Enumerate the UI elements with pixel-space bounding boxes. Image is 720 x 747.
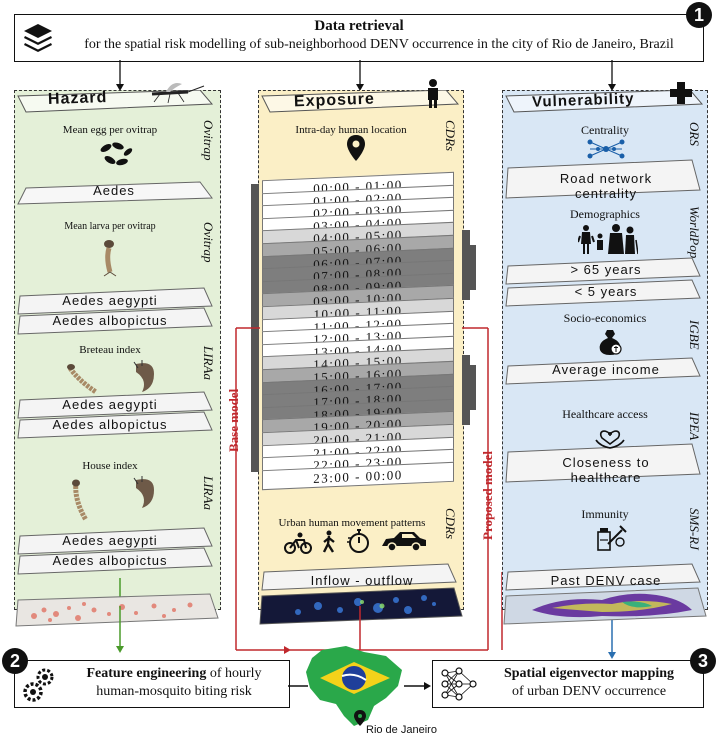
spatial-eigenvector-bold: Spatial eigenvector mapping bbox=[503, 666, 675, 681]
spatial-eigenvector-text: Spatial eigenvector mapping of urban DEN… bbox=[479, 665, 699, 701]
mosquito-icon bbox=[151, 83, 205, 104]
egg-label: Mean egg per ovitrap bbox=[62, 124, 158, 136]
egg-icon bbox=[100, 142, 133, 166]
step-1-badge: 1 bbox=[686, 2, 712, 28]
walking-icon bbox=[322, 530, 335, 553]
socio-label: Socio-economics bbox=[563, 311, 647, 325]
vulnerability-planes bbox=[503, 90, 707, 625]
step-2-badge: 2 bbox=[2, 648, 28, 674]
hazard-column bbox=[14, 90, 221, 610]
bicycle-icon bbox=[284, 532, 312, 554]
feature-engineering-box: Feature engineering of hourly human-mosq… bbox=[14, 660, 290, 708]
road-layer-line-1: Road network bbox=[559, 171, 653, 186]
immunity-label: Immunity bbox=[581, 507, 629, 521]
location-label: Intra-day human location bbox=[295, 124, 407, 136]
house-label: House index bbox=[82, 460, 138, 472]
healthcare-hand-icon bbox=[595, 430, 625, 449]
layers-icon bbox=[24, 24, 52, 52]
data-retrieval-subtitle: for the spatial risk modelling of sub-ne… bbox=[84, 37, 674, 52]
pupa-icon-breteau bbox=[133, 360, 154, 392]
larva-icon bbox=[103, 240, 117, 277]
larva-label: Mean larva per ovitrap bbox=[64, 221, 156, 232]
albopictus-layer-3: Aedes albopictus bbox=[52, 553, 168, 568]
aedes-layer: Aedes bbox=[93, 183, 135, 198]
closeness-line-1: Closeness to bbox=[562, 455, 650, 470]
exposure-planes bbox=[259, 90, 463, 625]
pupa-icon-house bbox=[133, 476, 154, 508]
hazard-layers bbox=[15, 90, 219, 627]
header-connectors bbox=[116, 60, 616, 91]
closeness-line-2: healthcare bbox=[570, 470, 642, 485]
movement-label: Urban human movement patterns bbox=[278, 517, 426, 529]
money-bag-icon bbox=[599, 330, 622, 355]
spatial-eigenvector-line2: of urban DENV occurrence bbox=[511, 684, 667, 699]
aegypti-layer-2: Aedes aegypti bbox=[62, 397, 158, 412]
step-3-badge: 3 bbox=[690, 648, 716, 674]
feature-engineering-line2: human-mosquito biting risk bbox=[96, 684, 252, 699]
larva-icon-breteau bbox=[67, 364, 98, 395]
under-5-layer: < 5 years bbox=[574, 284, 638, 299]
location-pin-icon bbox=[347, 135, 365, 161]
gears-icon bbox=[23, 668, 54, 702]
brazil-map bbox=[306, 646, 402, 726]
network-icon bbox=[587, 139, 625, 159]
flow-layer: Inflow - outflow bbox=[310, 573, 414, 588]
healthcare-label: Healthcare access bbox=[562, 407, 648, 421]
feature-engineering-text: Feature engineering of hourly human-mosq… bbox=[61, 665, 287, 701]
feature-engineering-rest: of hourly bbox=[206, 666, 262, 681]
breteau-label: Breteau index bbox=[79, 344, 141, 356]
neural-network-icon bbox=[441, 667, 477, 701]
centrality-label: Centrality bbox=[581, 123, 629, 137]
aegypti-layer-3: Aedes aegypti bbox=[62, 533, 158, 548]
past-denv-layer: Past DENV case bbox=[550, 573, 662, 588]
spatial-eigenvector-box: Spatial eigenvector mapping of urban DEN… bbox=[432, 660, 704, 708]
road-layer-line-2: centrality bbox=[574, 186, 638, 201]
data-retrieval-box: Data retrieval for the spatial risk mode… bbox=[14, 14, 704, 62]
car-icon bbox=[382, 532, 426, 552]
larva-icon-house bbox=[72, 479, 89, 522]
albopictus-layer-2: Aedes albopictus bbox=[52, 417, 168, 432]
person-icon bbox=[428, 79, 438, 108]
over-65-layer: > 65 years bbox=[570, 262, 642, 277]
family-icon bbox=[578, 224, 638, 255]
albopictus-layer-1: Aedes albopictus bbox=[52, 313, 168, 328]
stopwatch-icon bbox=[347, 529, 369, 553]
demographics-label: Demographics bbox=[570, 207, 640, 221]
medical-cross-icon bbox=[670, 82, 692, 104]
income-layer: Average income bbox=[552, 362, 660, 377]
data-retrieval-title: Data retrieval bbox=[314, 18, 404, 34]
aegypti-layer-1: Aedes aegypti bbox=[62, 293, 158, 308]
feature-engineering-bold: Feature engineering bbox=[86, 666, 207, 681]
rio-de-janeiro-label: Rio de Janeiro bbox=[366, 724, 437, 736]
vaccine-icon bbox=[597, 525, 627, 551]
